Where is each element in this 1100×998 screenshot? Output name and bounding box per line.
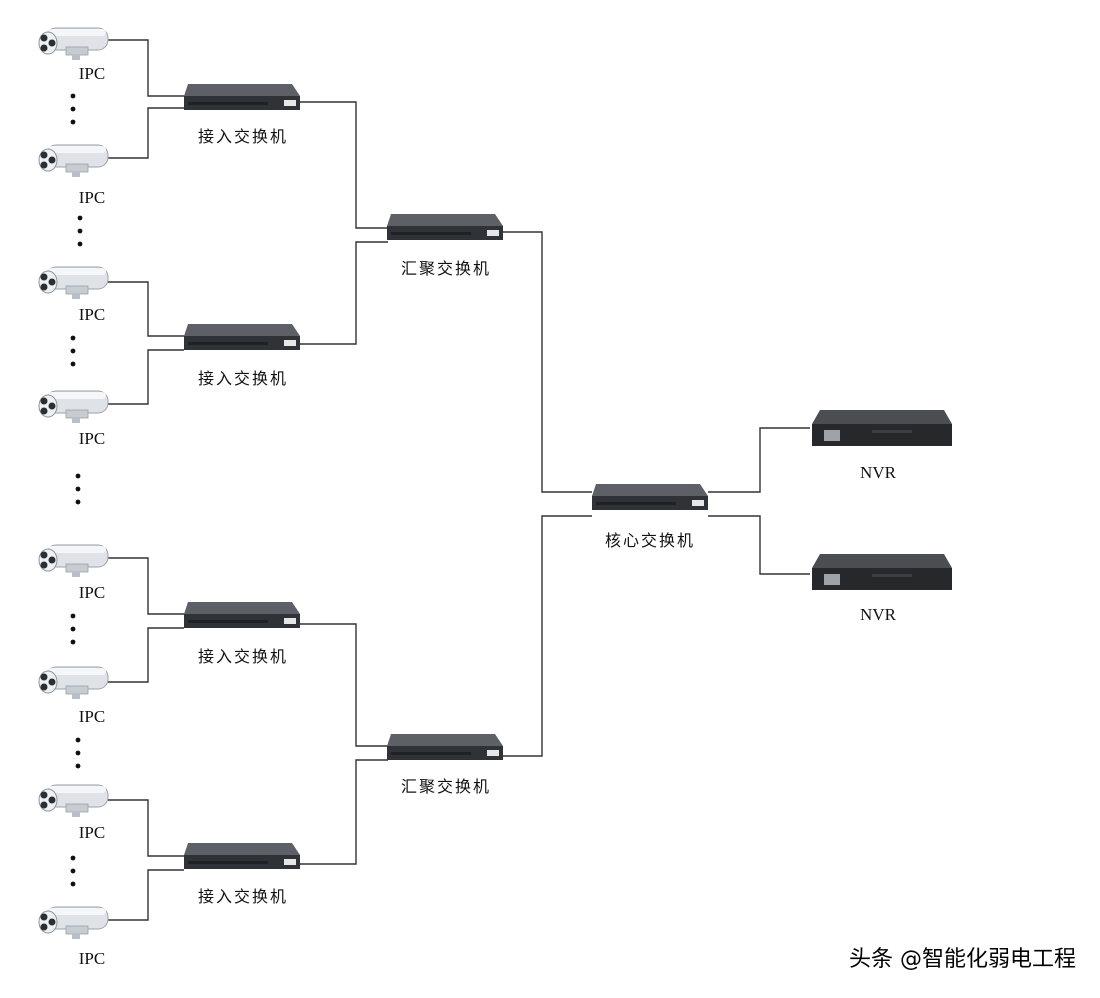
ipc-camera: IPC bbox=[38, 906, 109, 968]
connection-wires bbox=[108, 39, 810, 921]
ipc-label: IPC bbox=[79, 305, 105, 324]
switch-icon bbox=[592, 484, 708, 510]
ipc-label: IPC bbox=[79, 429, 105, 448]
access-switch-label: 接入交换机 bbox=[198, 887, 288, 906]
switch-icon bbox=[184, 84, 300, 110]
access-switch: 接入交换机 bbox=[184, 602, 300, 666]
nvr-icon bbox=[812, 554, 952, 590]
camera-icon bbox=[38, 266, 109, 300]
camera-icon bbox=[38, 544, 109, 578]
core-switch-label: 核心交换机 bbox=[605, 531, 695, 550]
aggregation-switch-label: 汇聚交换机 bbox=[401, 259, 491, 278]
aggregation-switch: 汇聚交换机 bbox=[387, 214, 503, 278]
camera-icon bbox=[38, 390, 109, 424]
ipc-label: IPC bbox=[79, 583, 105, 602]
switch-icon bbox=[387, 734, 503, 760]
camera-icon bbox=[38, 666, 109, 700]
ipc-label: IPC bbox=[79, 707, 105, 726]
camera-icon bbox=[38, 27, 109, 61]
aggregation-switch: 汇聚交换机 bbox=[387, 734, 503, 796]
core-switch: 核心交换机 bbox=[592, 484, 708, 550]
aggregation-switch-label: 汇聚交换机 bbox=[401, 777, 491, 796]
ipc-label: IPC bbox=[79, 949, 105, 968]
switch-icon bbox=[184, 602, 300, 628]
nvr-label: NVR bbox=[860, 605, 897, 624]
ipc-camera: IPC bbox=[38, 27, 109, 83]
access-switch: 接入交换机 bbox=[184, 324, 300, 388]
nvr-device: NVR bbox=[812, 554, 952, 624]
watermark-text: 头条 @智能化弱电工程 bbox=[849, 947, 1076, 972]
nvr-icon bbox=[812, 410, 952, 446]
nvr-device: NVR bbox=[812, 410, 952, 482]
access-switch: 接入交换机 bbox=[184, 84, 300, 146]
access-switch-label: 接入交换机 bbox=[198, 647, 288, 666]
switch-icon bbox=[387, 214, 503, 240]
access-switch-label: 接入交换机 bbox=[198, 369, 288, 388]
ipc-camera: IPC bbox=[38, 784, 109, 842]
ipc-label: IPC bbox=[79, 823, 105, 842]
ipc-label: IPC bbox=[79, 64, 105, 83]
ipc-camera: IPC bbox=[38, 544, 109, 602]
camera-icon bbox=[38, 906, 109, 940]
ipc-label: IPC bbox=[79, 188, 105, 207]
switch-icon bbox=[184, 324, 300, 350]
ipc-camera: IPC bbox=[38, 266, 109, 324]
switch-icon bbox=[184, 843, 300, 869]
access-switch: 接入交换机 bbox=[184, 843, 300, 906]
ipc-camera: IPC bbox=[38, 666, 109, 726]
nvr-label: NVR bbox=[860, 463, 897, 482]
camera-icon bbox=[38, 784, 109, 818]
ellipsis-dots bbox=[70, 93, 83, 887]
access-switch-label: 接入交换机 bbox=[198, 127, 288, 146]
ipc-camera: IPC bbox=[38, 144, 109, 207]
camera-icon bbox=[38, 144, 109, 178]
ipc-camera: IPC bbox=[38, 390, 109, 448]
